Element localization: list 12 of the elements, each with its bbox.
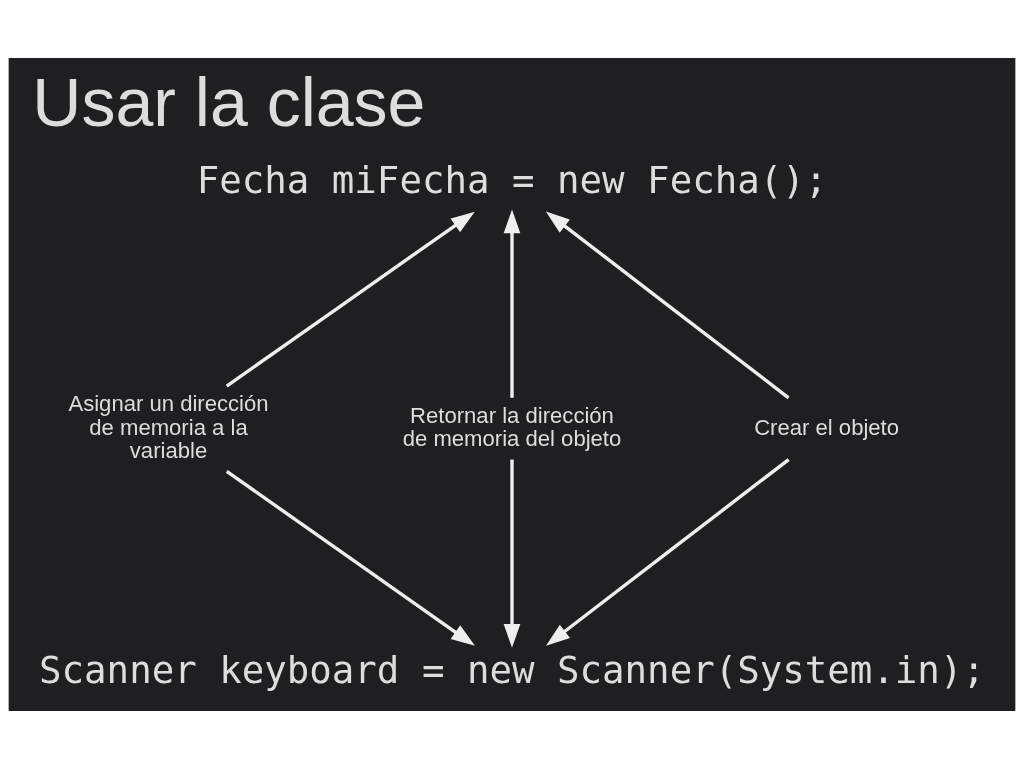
arrow <box>225 469 475 646</box>
node-text: Retornar la dirección de memoria del objeto <box>402 402 622 451</box>
node-text: Asignar un dirección de memoria a la variable <box>68 390 269 463</box>
arrow <box>546 457 790 646</box>
arrow <box>225 211 475 387</box>
node-text: Crear el objeto <box>754 414 900 439</box>
node-text: Scanner keyboard = new Scanner(System.in); <box>39 647 985 692</box>
arrow <box>503 459 521 648</box>
arrow <box>545 211 790 399</box>
node-text: Fecha miFecha = new Fecha(); <box>196 157 828 202</box>
arrow <box>503 209 521 398</box>
diagram-title: Usar la clase <box>32 63 426 140</box>
